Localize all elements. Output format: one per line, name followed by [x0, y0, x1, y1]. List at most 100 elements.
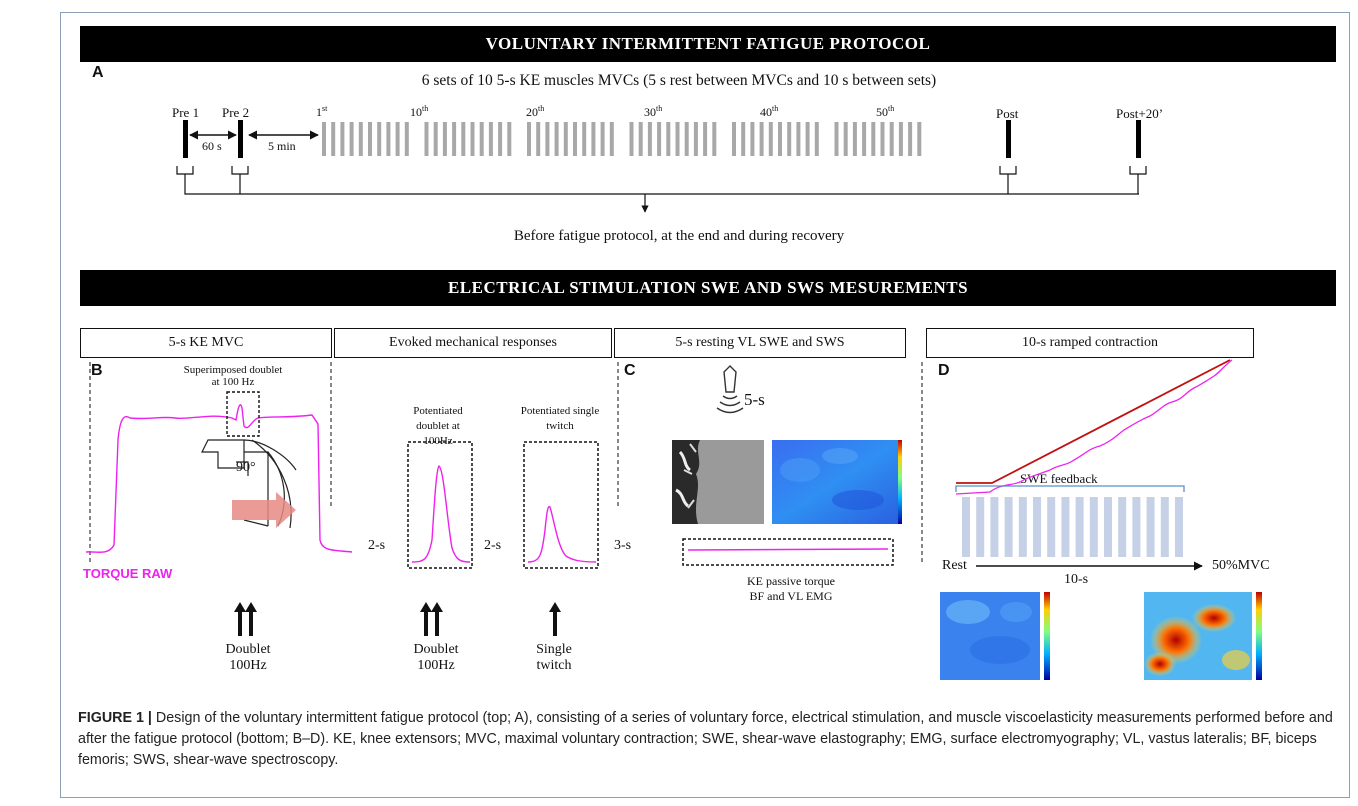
set-label: 1st	[316, 104, 328, 119]
set-label: 20th	[526, 104, 545, 119]
mvc-bar	[666, 122, 671, 156]
label-pre1: Pre 1	[172, 105, 200, 120]
ramp-target-line	[956, 359, 1231, 484]
panel-evoked-title: Evoked mechanical responses	[334, 328, 612, 358]
measurement-brackets	[176, 166, 1147, 195]
mvc-bar	[703, 122, 708, 156]
stim-arrows-doublet-b	[234, 602, 257, 636]
feedback-bar	[1175, 497, 1183, 557]
mvc-bar	[404, 122, 409, 156]
feedback-bar	[1047, 497, 1056, 557]
label-pre2: Pre 2	[222, 105, 250, 120]
mvc-bar	[609, 122, 614, 156]
feedback-bar	[1089, 497, 1098, 557]
panel-letter-d: D	[938, 362, 950, 379]
mvc-bar	[573, 122, 577, 156]
banner-protocol: VOLUNTARY INTERMITTENT FATIGUE PROTOCOL	[80, 26, 1336, 62]
mvc-bar	[591, 122, 596, 156]
panel-letter-c: C	[624, 362, 636, 379]
passive-trace	[687, 548, 889, 551]
feedback-bar	[1118, 497, 1127, 557]
mvc-bar	[582, 122, 587, 156]
passive-trace-box	[682, 538, 894, 566]
mvc-bar	[545, 122, 550, 156]
twitch-trace-box	[523, 441, 599, 569]
feedback-bracket	[955, 485, 1185, 492]
mvc-bar	[741, 122, 746, 156]
force-direction-arrow	[232, 492, 296, 528]
mvc-bar	[898, 122, 903, 156]
feedback-bar	[990, 497, 999, 557]
caption-label: FIGURE 1 |	[78, 710, 152, 726]
feedback-bar	[976, 497, 985, 557]
set-label: 40th	[760, 104, 779, 119]
gap-label: 2-s	[368, 538, 386, 553]
feedback-bar	[1018, 497, 1027, 557]
mvc-bar	[684, 122, 689, 156]
mvc-bar	[852, 122, 857, 156]
protocol-description: 6 sets of 10 5-s KE muscles MVCs (5 s re…	[421, 72, 937, 89]
mvc-bar	[386, 122, 391, 156]
caption-text: Design of the voluntary intermittent fat…	[78, 710, 1333, 768]
torque-trace	[85, 404, 353, 553]
mvc-bar	[843, 122, 848, 156]
swe-map-resting	[772, 440, 902, 524]
mvc-bar	[908, 122, 913, 156]
mvc-bar	[349, 122, 354, 156]
feedback-bar	[1104, 497, 1112, 557]
mvc-bar	[600, 122, 605, 156]
mvc-bar	[647, 122, 652, 156]
mvc-bar	[563, 122, 568, 156]
mvc-bar	[657, 122, 662, 156]
target-label: 50%MVC	[1212, 558, 1270, 573]
probe-duration: 5-s	[744, 390, 765, 409]
mvc-bar	[322, 122, 326, 156]
doublet-trace-box	[407, 441, 473, 569]
panel-d-title: 10-s ramped contraction	[926, 328, 1254, 358]
label-post: Post	[996, 106, 1019, 121]
stim-arrow-single	[549, 602, 561, 636]
mvc-bar	[787, 122, 792, 156]
feedback-bar	[1004, 497, 1013, 557]
mvc-bar	[470, 122, 475, 156]
twitch-trace	[527, 505, 597, 563]
doublet-trace	[411, 464, 471, 563]
feedback-bar	[1061, 497, 1070, 557]
figure-caption: FIGURE 1 | Design of the voluntary inter…	[78, 708, 1340, 771]
mvc-bar	[358, 122, 363, 156]
mvc-bar	[479, 122, 484, 156]
mvc-bar	[424, 122, 429, 156]
mvc-bar	[768, 122, 773, 156]
mvc-bar	[759, 122, 764, 156]
mvc-bar	[675, 122, 680, 156]
duration-label: 10-s	[1064, 572, 1089, 587]
swe-map-rest	[940, 592, 1050, 680]
mvc-bar	[638, 122, 643, 156]
torque-raw-label: TORQUE RAW	[83, 566, 173, 581]
mvc-bar	[331, 122, 336, 156]
mvc-bar	[917, 122, 922, 156]
mvc-bar	[488, 122, 493, 156]
label-gap-60s: 60 s	[202, 139, 222, 153]
angle-label: 90°	[236, 460, 256, 475]
panel-letter-b: B	[91, 362, 103, 379]
mvc-bar	[536, 122, 541, 156]
mvc-bar	[629, 122, 634, 156]
mvc-bar	[554, 122, 559, 156]
feedback-bar	[1160, 497, 1169, 557]
feedback-bar	[1132, 497, 1141, 557]
ultrasound-probe-icon	[716, 365, 744, 414]
mvc-bar	[340, 122, 345, 156]
banner-measurements: ELECTRICAL STIMULATION SWE AND SWS MESUR…	[80, 270, 1336, 306]
panel-b-title: 5-s KE MVC	[80, 328, 332, 358]
set-label: 10th	[410, 104, 429, 119]
mvc-bar	[712, 122, 717, 156]
stim-arrows-doublet	[420, 602, 443, 636]
mvc-bar	[732, 122, 736, 156]
feedback-bar	[1075, 497, 1084, 557]
feedback-bar	[1146, 497, 1155, 557]
